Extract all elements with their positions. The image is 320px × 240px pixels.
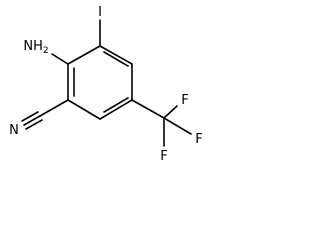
atom-label-iodine: I <box>98 5 102 20</box>
atom-labels: I NH2 N F F F <box>9 5 203 164</box>
atom-label-nitrile-n: N <box>9 123 19 138</box>
atom-label-fluorine-right: F <box>195 132 202 147</box>
atom-label-amine: NH2 <box>23 39 48 56</box>
bond-ring-c1-c2-double <box>103 51 129 67</box>
atom-label-amine-subscript: 2 <box>43 46 49 56</box>
bond-nitrile-triple-2 <box>21 111 39 122</box>
atom-label-amine-nh: NH <box>23 39 43 54</box>
molecule-canvas: I NH2 N F F F <box>9 5 203 164</box>
bond-ring-c4-c5 <box>67 99 101 120</box>
bond-c6-amine <box>51 53 69 65</box>
bond-cf3-f-right <box>163 117 192 135</box>
bond-cf3-f-top <box>163 105 178 119</box>
structure-diagram: I NH2 N F F F <box>9 5 203 164</box>
bonds <box>21 19 192 147</box>
bond-ring-c3-c4-double <box>103 97 129 113</box>
bond-nitrile-triple-1 <box>23 115 41 126</box>
atom-label-fluorine-bottom: F <box>160 149 167 164</box>
bond-ring-c1-c2 <box>99 45 133 65</box>
bond-c5-nitrile-carbon <box>39 99 69 117</box>
bond-nitrile-triple-3 <box>25 119 43 130</box>
bond-ring-c3-c4 <box>99 99 133 120</box>
atom-label-fluorine-top: F <box>181 93 188 108</box>
bond-ring-c6-c1 <box>67 45 101 65</box>
bond-c3-cf3 <box>131 99 165 119</box>
